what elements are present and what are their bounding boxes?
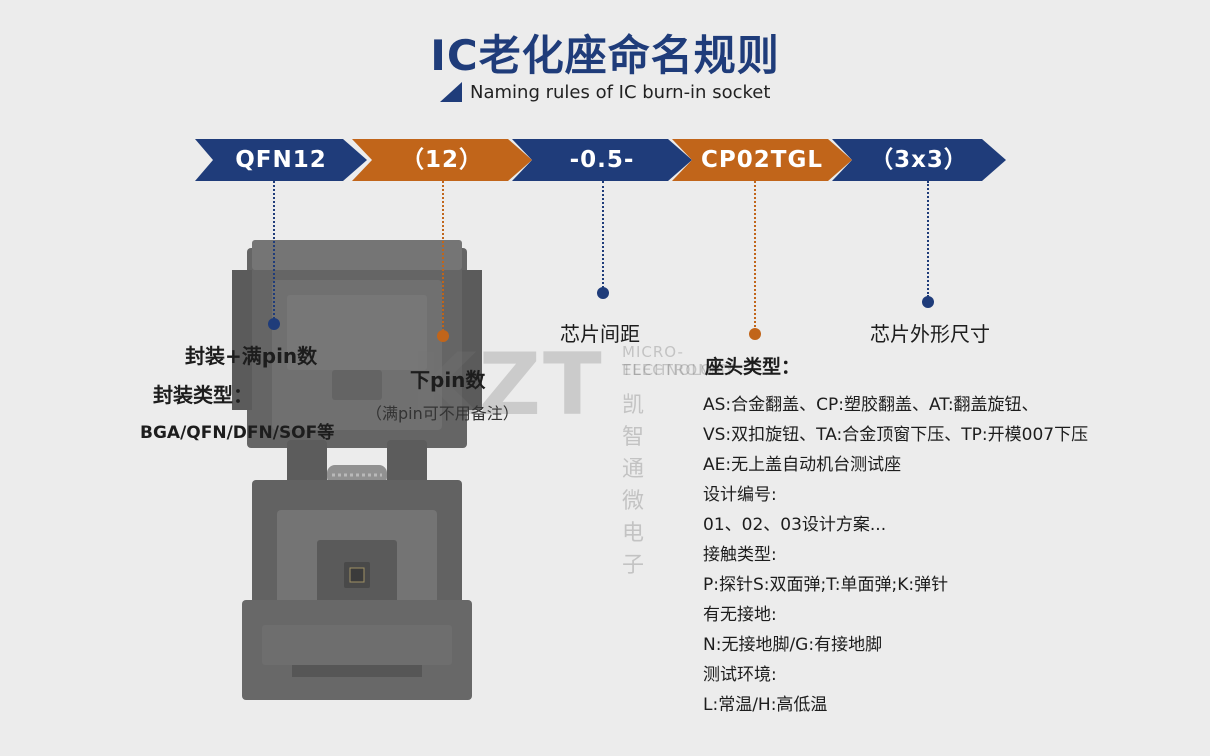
- triangle-icon: [440, 82, 462, 102]
- connector-dot-package: [268, 318, 280, 330]
- segment-label: （3x3）: [870, 147, 968, 173]
- watermark-en-line1: MICRO-ELECTRONIC: [622, 343, 728, 379]
- subtitle: Naming rules of IC burn-in socket: [470, 81, 771, 103]
- socket-detail-line: 01、02、03设计方案...: [703, 515, 887, 535]
- socket-detail-line: VS:双扣旋钮、TA:合金顶窗下压、TP:开模007下压: [703, 425, 1089, 445]
- socket-detail-line: 测试环境:: [703, 665, 777, 685]
- watermark-cn: 凯智通微电子: [622, 393, 651, 578]
- segment-package: QFN12: [195, 139, 367, 181]
- socket-detail-line: L:常温/H:高低温: [703, 695, 828, 715]
- connector-dot-socket: [749, 328, 761, 340]
- segment-label: -0.5-: [569, 147, 635, 173]
- arrow-shape: [832, 139, 1006, 181]
- connector-dot-pin: [437, 330, 449, 342]
- size-heading: 芯片外形尺寸: [870, 322, 990, 346]
- connector-dot-pitch: [597, 287, 609, 299]
- watermark-en-line2: TECHNOLOGY: [622, 361, 736, 379]
- socket-detail-line: AE:无上盖自动机台测试座: [703, 455, 902, 475]
- socket-detail-line: N:无接地脚/G:有接地脚: [703, 635, 883, 655]
- segment-socket: CP02TGL: [672, 139, 852, 181]
- segment-size: （3x3）: [832, 139, 1006, 181]
- segment-pin: （12）: [352, 139, 532, 181]
- socket-detail-line: 设计编号:: [703, 485, 777, 505]
- segment-label: CP02TGL: [701, 147, 823, 173]
- pin-note: （满pin可不用备注）: [366, 404, 519, 423]
- connector-pin: [442, 181, 444, 331]
- ic-socket-photo: [232, 240, 482, 700]
- arrow-shape: [195, 139, 367, 181]
- package-type-values: BGA/QFN/DFN/SOF等: [140, 423, 335, 443]
- pin-heading: 下pin数: [410, 368, 486, 392]
- connector-dot-size: [922, 296, 934, 308]
- arrow-shape: [352, 139, 532, 181]
- socket-detail-line: AS:合金翻盖、CP:塑胶翻盖、AT:翻盖旋钮、: [703, 395, 1039, 415]
- arrow-shape: [672, 139, 852, 181]
- socket-detail-line: P:探针S:双面弹;T:单面弹;K:弹针: [703, 575, 949, 595]
- subtitle-row: Naming rules of IC burn-in socket: [440, 80, 770, 104]
- connector-size: [927, 181, 929, 297]
- segment-label: （12）: [400, 147, 483, 173]
- socket-detail-line: 有无接地:: [703, 605, 777, 625]
- connector-pitch: [602, 181, 604, 288]
- connector-socket: [754, 181, 756, 331]
- package-type-label: 封装类型：: [153, 383, 253, 407]
- connector-package: [273, 181, 275, 319]
- page-title: IC老化座命名规则: [430, 31, 780, 80]
- arrow-shape: [512, 139, 692, 181]
- pitch-heading: 芯片间距: [560, 322, 640, 346]
- package-heading: 封装+满pin数: [185, 344, 318, 368]
- socket-detail-line: 接触类型:: [703, 545, 777, 565]
- watermark: KZT MICRO-ELECTRONIC TECHNOLOGY 凯智通微电子: [410, 335, 734, 578]
- socket-heading: 座头类型：: [705, 356, 801, 378]
- watermark-logo: KZT: [410, 335, 604, 435]
- segment-pitch: -0.5-: [512, 139, 692, 181]
- segment-label: QFN12: [235, 147, 327, 173]
